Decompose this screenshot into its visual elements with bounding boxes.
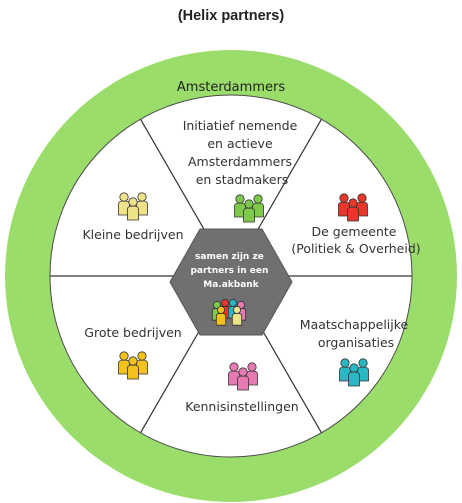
center-line-3: Ma.akbank — [203, 280, 259, 290]
svg-text:Kennisinstellingen: Kennisinstellingen — [185, 399, 298, 414]
center-line-1: samen zijn ze — [195, 252, 264, 262]
svg-text:De gemeente (Politiek &: De gemeente (Politiek & Overheid) — [291, 224, 420, 256]
people-group-icon-bottom — [228, 362, 258, 391]
segment-upper-left: Kleine bedrijven — [82, 227, 183, 242]
people-group-icon-lower-right — [339, 358, 369, 387]
center-hexagon — [169, 228, 293, 336]
segment-lower-right-line-1: Maatschappelijke — [300, 317, 409, 332]
people-group-icon-top — [234, 194, 264, 223]
segment-lower-left: Grote bedrijven — [84, 325, 181, 340]
segment-lower-right: Maatschappelijke organisaties — [300, 317, 412, 350]
center-line-2: partners in een — [190, 266, 268, 276]
segment-upper-left-line-1: Kleine bedrijven — [82, 227, 183, 242]
people-group-icon-center — [211, 298, 247, 326]
svg-text:Grote bedrijven: Grote bedrijven — [84, 325, 181, 340]
people-group-icon-upper-left — [118, 192, 148, 221]
svg-text:Initiatief nemende en ac: Initiatief nemende en actieve Amsterdamm… — [183, 118, 302, 187]
segment-top-line-1: Initiatief nemende — [183, 118, 298, 133]
svg-text:Maatschappelijke organis: Maatschappelijke organisaties — [300, 317, 412, 350]
segment-top-line-4: en stadmakers — [196, 172, 289, 187]
people-group-icon-lower-left — [118, 351, 148, 380]
segment-top-line-2: en actieve — [207, 136, 273, 151]
segment-top: Initiatief nemende en actieve Amsterdamm… — [183, 118, 302, 187]
segment-upper-right-line-1: De gemeente — [312, 224, 397, 239]
svg-text:samen zijn ze partners in: samen zijn ze partners in een Ma.akbank — [190, 252, 271, 290]
diagram-title: (Helix partners) — [177, 8, 285, 24]
segment-upper-right: De gemeente (Politiek & Overheid) — [291, 224, 420, 256]
segment-top-line-3: Amsterdammers — [188, 154, 292, 169]
ring-label: Amsterdammers — [177, 80, 285, 95]
people-group-icon-upper-right — [338, 193, 368, 222]
segment-bottom: Kennisinstellingen — [185, 399, 298, 414]
svg-text:Kleine bedrijven: Kleine bedrijven — [82, 227, 183, 242]
segment-upper-right-line-2: (Politiek & Overheid) — [291, 241, 420, 256]
segment-bottom-line-1: Kennisinstellingen — [185, 399, 298, 414]
segment-lower-left-line-1: Grote bedrijven — [84, 325, 181, 340]
segment-lower-right-line-2: organisaties — [318, 335, 394, 350]
